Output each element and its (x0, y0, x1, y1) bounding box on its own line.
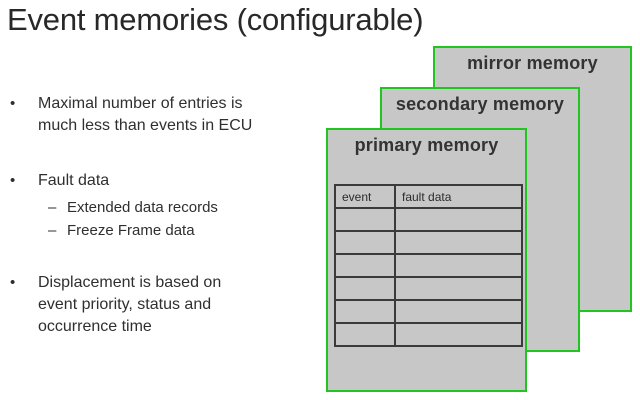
table-header-row: event fault data (334, 184, 523, 209)
bullet-item: • Displacement is based on event priorit… (10, 272, 290, 338)
bullet-icon: • (10, 95, 16, 112)
event-cell (334, 276, 396, 301)
bullet-text: Maximal number of entries is much less t… (38, 95, 253, 134)
bullet-item: • Maximal number of entries is much less… (10, 93, 290, 137)
fault-data-cell (394, 276, 523, 301)
event-cell (334, 230, 396, 255)
table-row (334, 207, 523, 232)
sub-bullet-text: Freeze Frame data (67, 222, 195, 239)
sub-bullet-item: – Extended data records (48, 197, 308, 219)
bullet-text: Fault data (38, 172, 110, 189)
fault-data-cell (394, 230, 523, 255)
memory-card-primary: primary memory event fault data (326, 128, 527, 392)
bullet-text: Displacement is based on event priority,… (38, 274, 222, 335)
table-row (334, 299, 523, 324)
memory-card-label: mirror memory (467, 53, 598, 73)
table-row (334, 230, 523, 255)
dash-icon: – (48, 199, 57, 216)
event-cell (334, 299, 396, 324)
table-row (334, 253, 523, 278)
fault-data-cell (394, 322, 523, 347)
fault-data-cell (394, 207, 523, 232)
fault-data-cell (394, 253, 523, 278)
table-row (334, 276, 523, 301)
event-cell (334, 322, 396, 347)
event-column-header: event (334, 184, 396, 209)
memory-card-label: secondary memory (395, 94, 565, 114)
sub-bullet-item: – Freeze Frame data (48, 220, 308, 242)
event-cell (334, 253, 396, 278)
bullet-icon: • (10, 274, 16, 291)
dash-icon: – (48, 222, 57, 239)
fault-data-cell (394, 299, 523, 324)
bullet-item: • Fault data (10, 170, 290, 192)
table-row (334, 322, 523, 347)
event-table: event fault data (334, 184, 523, 347)
fault-data-column-header: fault data (394, 184, 523, 209)
bullet-icon: • (10, 172, 16, 189)
event-table-body (334, 207, 523, 347)
slide-title: Event memories (configurable) (7, 2, 424, 37)
memory-card-label: primary memory (354, 135, 499, 155)
sub-bullet-text: Extended data records (67, 199, 218, 216)
event-cell (334, 207, 396, 232)
